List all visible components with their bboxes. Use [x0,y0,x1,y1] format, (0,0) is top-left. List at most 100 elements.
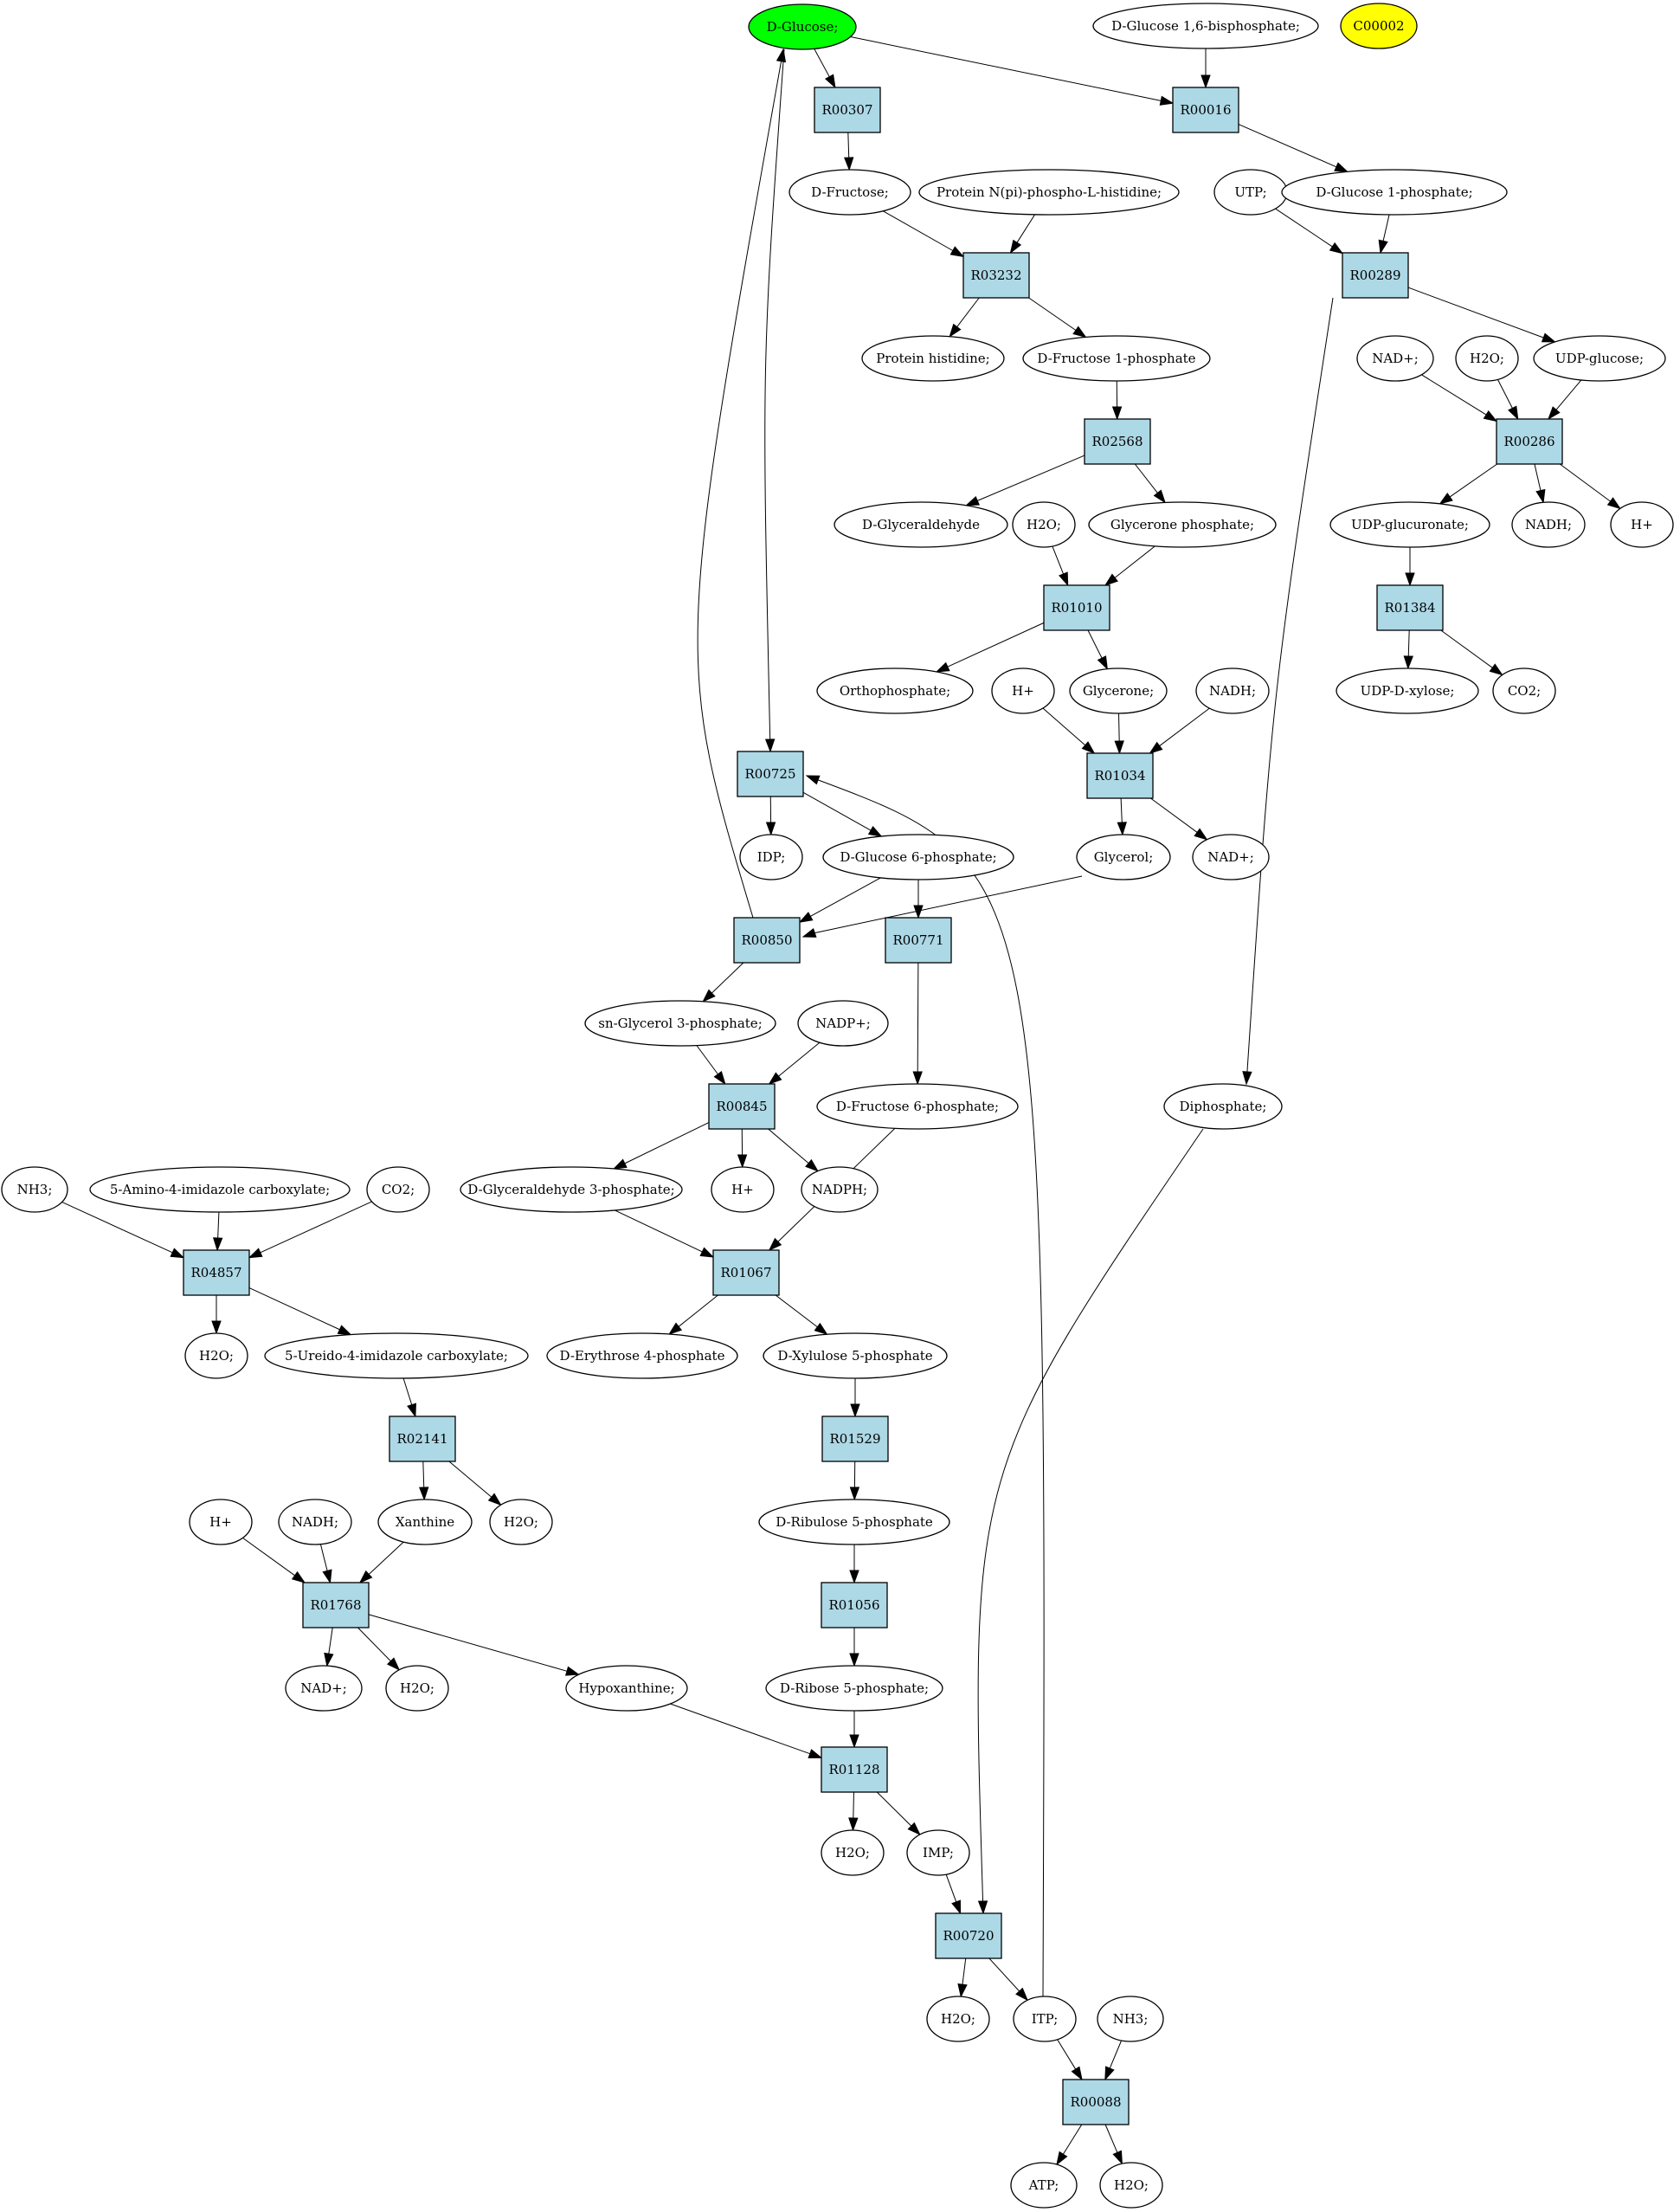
node-g6p[interactable]: D-Glucose 6-phosphate; [822,834,1014,880]
node-orthop[interactable]: Orthophosphate; [816,667,974,714]
node-label: D-Fructose 1-phosphate [1037,351,1195,366]
node-nadh_a[interactable]: NADH; [1195,667,1270,714]
node-r00771[interactable]: R00771 [885,917,952,964]
node-r01010[interactable]: R01010 [1043,584,1110,631]
node-r01034[interactable]: R01034 [1086,752,1154,799]
node-r00850[interactable]: R00850 [733,917,801,964]
node-udpglc[interactable]: UDP-glucose; [1533,335,1666,382]
node-r00307[interactable]: R00307 [814,87,881,133]
node-xanthine[interactable]: Xanthine [377,1499,473,1545]
node-g3p_sn[interactable]: sn-Glycerol 3-phosphate; [584,1000,776,1047]
compound-ellipse [1336,667,1479,714]
edge-line [448,1461,492,1498]
node-label: 5-Ureido-4-imidazole carboxylate; [285,1348,508,1364]
node-r03232[interactable]: R03232 [962,252,1030,299]
node-ureido[interactable]: 5-Ureido-4-imidazole carboxylate; [264,1332,529,1379]
compound-ellipse [1163,1083,1283,1130]
compound-ellipse [460,1166,683,1213]
node-fru[interactable]: D-Fructose; [789,169,911,216]
node-r04857[interactable]: R04857 [183,1249,250,1296]
node-udpgluc[interactable]: UDP-glucuronate; [1329,501,1490,548]
node-idp[interactable]: IDP; [739,834,803,880]
node-r02141[interactable]: R02141 [389,1416,456,1462]
node-protnpi[interactable]: Protein N(pi)-phospho-L-histidine; [918,169,1180,216]
node-h2o_l3[interactable]: H2O; [385,1665,449,1712]
node-udpxyl[interactable]: UDP-D-xylose; [1336,667,1479,714]
node-ru5p[interactable]: D-Ribulose 5-phosphate [758,1499,950,1545]
node-r00725[interactable]: R00725 [737,751,804,797]
edge-line [1238,124,1337,168]
node-r00720[interactable]: R00720 [935,1912,1002,1959]
node-glc[interactable]: D-Glucose; [748,3,857,50]
node-hypox[interactable]: Hypoxanthine; [565,1665,688,1712]
node-nadph[interactable]: NADPH; [801,1166,879,1213]
node-r00088[interactable]: R00088 [1062,2079,1130,2125]
node-label: D-Glucose 6-phosphate; [840,849,996,865]
node-utp[interactable]: UTP; [1213,169,1288,216]
node-r00286[interactable]: R00286 [1496,418,1563,465]
node-r00289[interactable]: R00289 [1342,252,1409,299]
arrowhead [407,1403,416,1418]
node-f1p[interactable]: D-Fructose 1-phosphate [1022,335,1211,382]
node-atp[interactable]: ATP; [1010,2162,1078,2209]
node-nh3_b[interactable]: NH3; [1097,1996,1164,2042]
node-nadp_r[interactable]: NAD+; [1356,335,1434,382]
node-diphos[interactable]: Diphosphate; [1163,1083,1283,1130]
node-glyald[interactable]: D-Glyceraldehyde [834,501,1008,548]
node-glyp[interactable]: Glycerone phosphate; [1088,501,1277,548]
compound-ellipse [1281,169,1508,216]
node-r01384[interactable]: R01384 [1376,584,1444,631]
node-h2o_l1[interactable]: H2O; [184,1332,248,1379]
node-gap[interactable]: D-Glyceraldehyde 3-phosphate; [460,1166,683,1213]
node-co2_r[interactable]: CO2; [1492,667,1556,714]
node-h2o_r[interactable]: H2O; [1455,335,1519,382]
edge-r04857-to-ureido [248,1287,352,1336]
node-itp[interactable]: ITP; [1013,1996,1077,2042]
node-glycerol[interactable]: Glycerol; [1076,834,1171,880]
node-xu5p[interactable]: D-Xylulose 5-phosphate [763,1332,948,1379]
edge-r00845-to-hplus_m [737,1128,748,1169]
node-c00002[interactable]: C00002 [1340,3,1418,49]
node-h2o_m1[interactable]: H2O; [821,1829,885,1876]
node-nad_l[interactable]: NAD+; [285,1665,363,1712]
edge-aica-to-r04857 [212,1211,223,1252]
node-r01067[interactable]: R01067 [712,1249,780,1296]
edge-r00845-to-gap [612,1122,710,1170]
node-e4p[interactable]: D-Erythrose 4-phosphate [546,1332,738,1379]
arrowhead [386,1657,401,1671]
node-g16bp[interactable]: D-Glucose 1,6-bisphosphate; [1092,3,1319,49]
node-nadpplus[interactable]: NADP+; [797,1000,889,1047]
node-r5p[interactable]: D-Ribose 5-phosphate; [765,1665,943,1712]
node-nadh_r[interactable]: NADH; [1511,501,1586,548]
node-label: Glycerone; [1083,683,1154,699]
node-h2o_m2[interactable]: H2O; [926,1996,990,2042]
node-r01529[interactable]: R01529 [821,1416,889,1462]
node-h2o_l2[interactable]: H2O; [489,1499,553,1545]
arrowhead [170,1248,185,1259]
node-r00845[interactable]: R00845 [708,1083,776,1130]
node-nh3_l[interactable]: NH3; [1,1166,68,1213]
node-g1p[interactable]: D-Glucose 1-phosphate; [1281,169,1508,216]
edge-co2_l-to-r04857 [248,1201,372,1259]
node-r02568[interactable]: R02568 [1084,418,1151,465]
node-r01056[interactable]: R01056 [821,1582,888,1628]
node-hplus_l[interactable]: H+ [189,1499,253,1545]
node-hplus_m[interactable]: H+ [711,1166,775,1213]
node-h2o_a[interactable]: H2O; [1012,501,1076,548]
node-nad_b[interactable]: NAD+; [1192,834,1270,880]
node-hplus_r[interactable]: H+ [1610,501,1674,548]
node-label: NAD+; [1372,351,1419,366]
node-prothis[interactable]: Protein histidine; [861,335,1005,382]
node-imp[interactable]: IMP; [906,1829,970,1876]
arrowhead [824,74,836,89]
node-hplus_a[interactable]: H+ [991,667,1055,714]
node-h2o_b[interactable]: H2O; [1099,2162,1163,2209]
node-nadh_l[interactable]: NADH; [278,1499,352,1545]
node-f6p[interactable]: D-Fructose 6-phosphate; [816,1083,1019,1130]
node-r00016[interactable]: R00016 [1172,87,1239,133]
node-r01768[interactable]: R01768 [302,1582,370,1628]
node-glycerone[interactable]: Glycerone; [1069,667,1168,714]
node-co2_l[interactable]: CO2; [366,1166,430,1213]
node-r01128[interactable]: R01128 [821,1746,888,1793]
node-aica[interactable]: 5-Amino-4-imidazole carboxylate; [89,1166,351,1213]
